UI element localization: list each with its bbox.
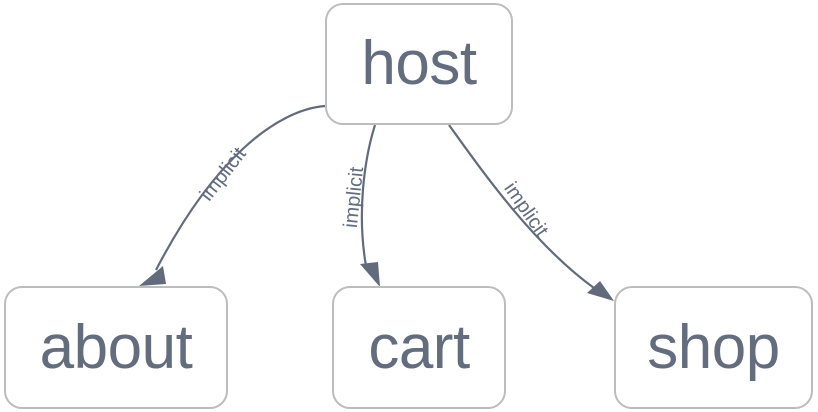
edge-host-cart-path [360,124,377,267]
edge-host-about-label: implicit [196,143,251,205]
edge-host-cart-arrowhead [360,262,380,287]
edge-host-about-path [155,104,326,271]
edge-host-shop[interactable]: implicit [448,124,614,301]
node-cart[interactable]: cart [332,286,506,409]
node-about[interactable]: about [4,286,228,409]
edge-host-cart-label: implicit [340,165,368,229]
node-host[interactable]: host [325,3,513,125]
edge-host-shop-arrowhead [587,281,614,301]
edge-host-shop-label: implicit [499,178,552,241]
node-shop-label: shop [647,312,780,382]
node-shop[interactable]: shop [614,286,813,409]
edge-host-about[interactable]: implicit [139,104,326,286]
node-cart-label: cart [368,312,470,382]
edge-host-cart[interactable]: implicit [340,124,380,287]
node-about-label: about [39,312,193,382]
node-host-label: host [361,29,477,98]
edge-host-shop-path [448,124,595,289]
edge-host-about-arrowhead [139,266,166,286]
